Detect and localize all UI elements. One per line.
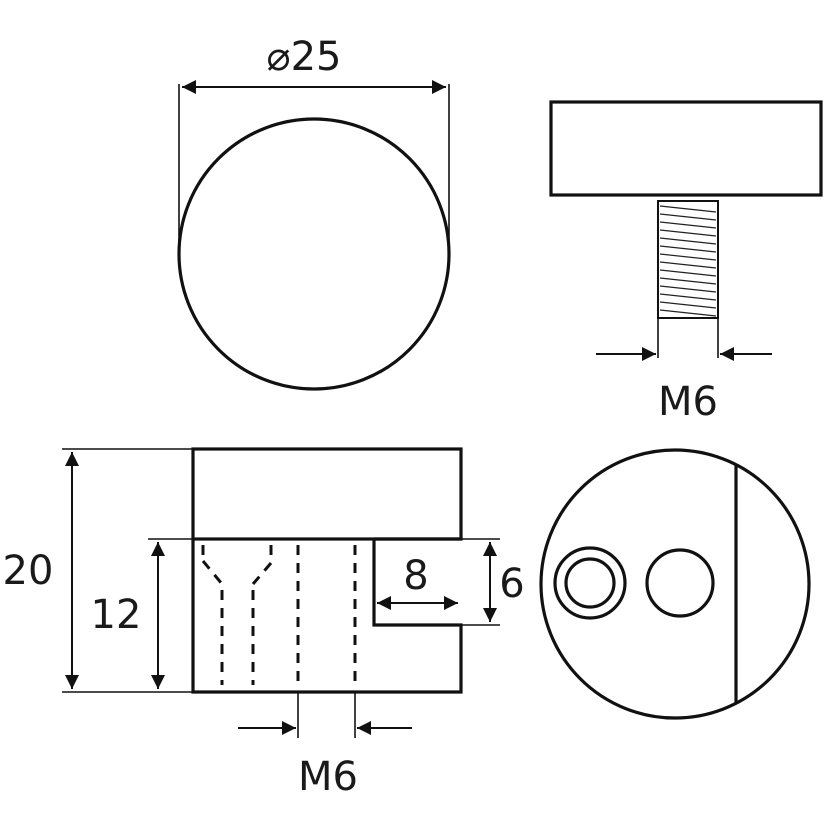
- section-upper-block: [191, 447, 463, 541]
- second-hole: [645, 548, 715, 618]
- section-lower-block: [191, 539, 463, 694]
- threaded-stud: [657, 200, 719, 319]
- m6-section-label: M6: [298, 754, 358, 800]
- slot-8-label: 8: [403, 553, 428, 599]
- hidden-lines: [201, 545, 357, 685]
- bottom-view: [539, 448, 811, 720]
- threaded-hole-outer: [553, 546, 627, 620]
- m6-side-label: M6: [658, 379, 718, 425]
- top-view: ⌀25: [177, 34, 451, 391]
- thread-lines: [659, 205, 717, 317]
- knob-top-outline: [177, 117, 451, 391]
- threaded-hole-inner: [564, 557, 616, 609]
- height-12-label: 12: [91, 592, 142, 638]
- slot-6-label: 6: [499, 561, 524, 607]
- height-20-label: 20: [3, 548, 54, 594]
- knob-bottom-outline: [539, 448, 811, 720]
- knob-side-body: [549, 100, 823, 197]
- side-view: M6: [549, 100, 823, 425]
- section-view: 20 12 8 6 M6: [3, 447, 525, 800]
- diameter-label: ⌀25: [267, 34, 342, 80]
